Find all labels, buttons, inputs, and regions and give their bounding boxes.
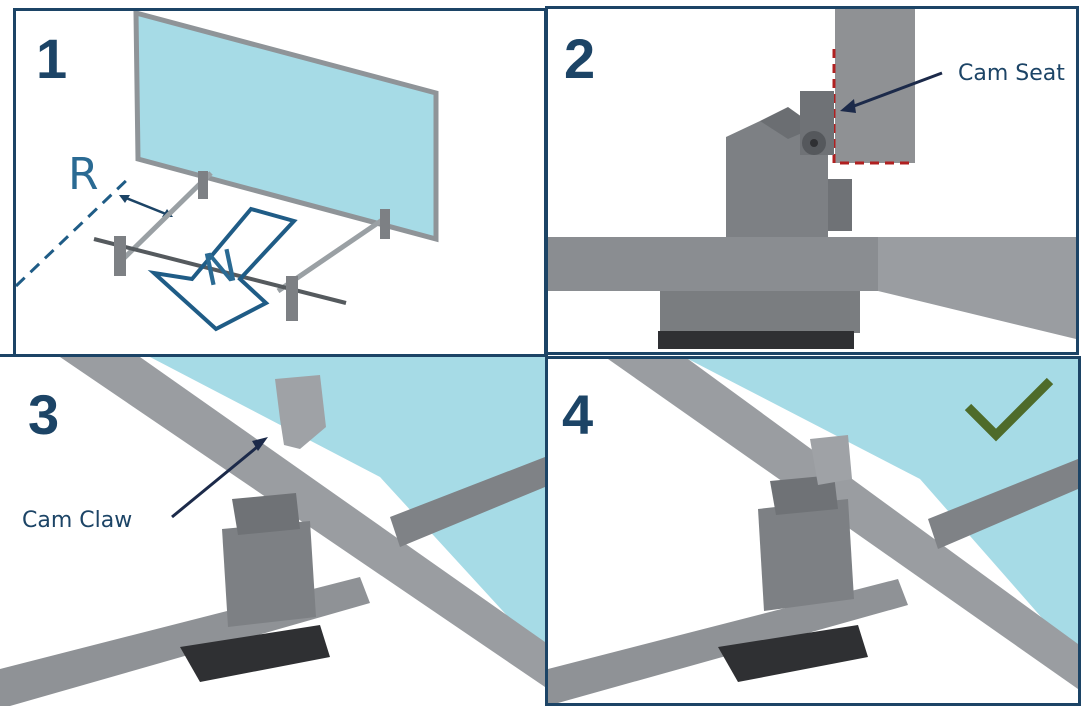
distance-arrow-head-left (119, 195, 130, 203)
step-2-panel: 2 Cam Seat (545, 6, 1079, 355)
step-4-panel: 4 (545, 356, 1081, 706)
rubber-pad (658, 331, 854, 349)
callout-arrow-head (840, 99, 856, 113)
clamp-body (222, 521, 316, 627)
step-1-panel: 1 R N (13, 8, 547, 357)
cam-seat-label: Cam Seat (958, 61, 1065, 86)
step-3-panel: 3 Cam Claw (0, 354, 548, 706)
cam-claw (810, 435, 852, 485)
rail-front (548, 237, 878, 291)
callout-arrow-head (252, 437, 268, 451)
rubber-pad (718, 625, 868, 682)
module-frame (835, 9, 915, 163)
step-number: 3 (28, 383, 60, 446)
clamp-top (232, 493, 300, 535)
north-arrow (147, 206, 298, 332)
step-2-illustration (548, 9, 1076, 349)
ground-rail (548, 579, 908, 703)
back-rail (390, 457, 545, 547)
step-number: 2 (564, 27, 596, 90)
step-number: 1 (36, 27, 68, 90)
step-1-illustration (16, 11, 439, 332)
callout-arrow (171, 441, 263, 519)
foot-4 (380, 209, 390, 239)
solar-panel (133, 11, 439, 243)
foot-2 (198, 171, 208, 199)
foot-1 (114, 236, 126, 276)
step-number: 4 (562, 383, 594, 446)
rubber-pad (180, 625, 330, 682)
step-3-illustration (0, 357, 545, 706)
clamp-side (828, 179, 852, 231)
back-rail (928, 459, 1078, 549)
check-icon (964, 377, 1054, 442)
cam-seat-outline (832, 49, 911, 165)
reference-line (16, 174, 133, 288)
distance-label: R (68, 149, 99, 200)
ground-beam (93, 237, 347, 305)
clamp-top (770, 475, 838, 515)
foot-3 (286, 276, 298, 321)
rail-base (660, 291, 860, 333)
clamp-body (758, 499, 854, 611)
distance-arrow (120, 194, 172, 218)
rail-side (878, 237, 1076, 339)
mount-rail-left (114, 171, 213, 268)
solar-panel-glass (688, 359, 1078, 659)
cam-claw (275, 375, 326, 449)
solar-panel-glass (150, 357, 545, 657)
step-4-illustration (548, 359, 1078, 703)
cam-claw-label: Cam Claw (22, 508, 133, 533)
callout-arrow (845, 71, 943, 111)
